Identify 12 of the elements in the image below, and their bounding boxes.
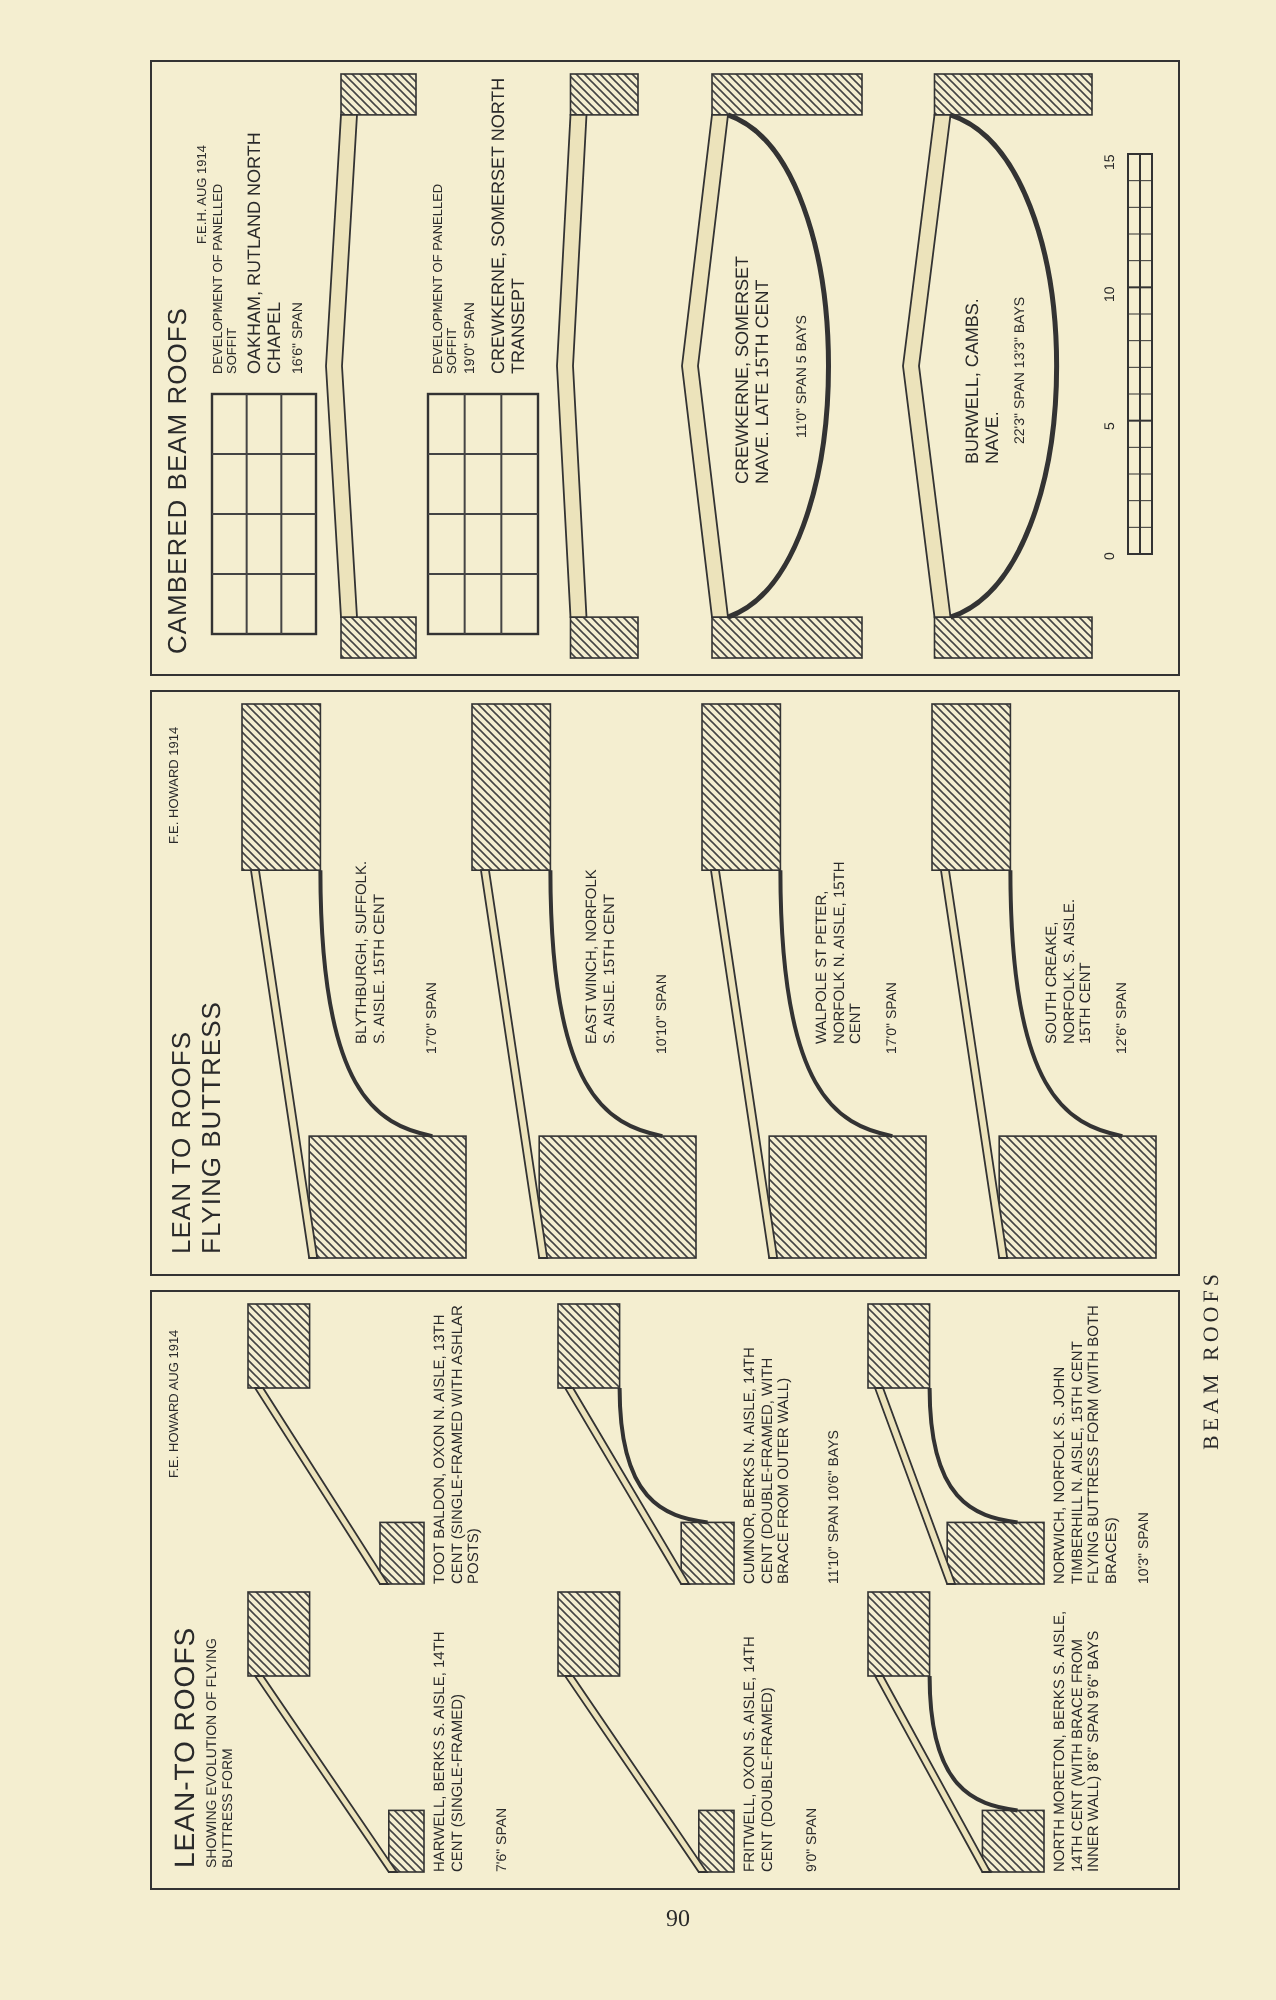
roof-caption: OAKHAM, RUTLAND NORTH CHAPEL [244,130,286,374]
roof-caption: BURWELL, CAMBS. NAVE. [962,296,1004,464]
panel-frame [150,60,1180,676]
panel-heading: LEAN TO ROOFS FLYING BUTTRESS [168,999,228,1254]
panel-frame [150,690,1180,1276]
page-number: 90 [666,1904,690,1934]
panel-frame [150,1290,1180,1890]
roof-caption: CREWKERNE, SOMERSET NORTH TRANSEPT [488,75,530,374]
panel-heading: CAMBERED BEAM ROOFS [164,305,194,654]
page-header: BEAM ROOFS [1200,1270,1224,1450]
panel-heading: LEAN-TO ROOFS [168,1624,201,1868]
roof-caption: CREWKERNE, SOMERSET NAVE. LATE 15TH CENT [732,254,774,484]
